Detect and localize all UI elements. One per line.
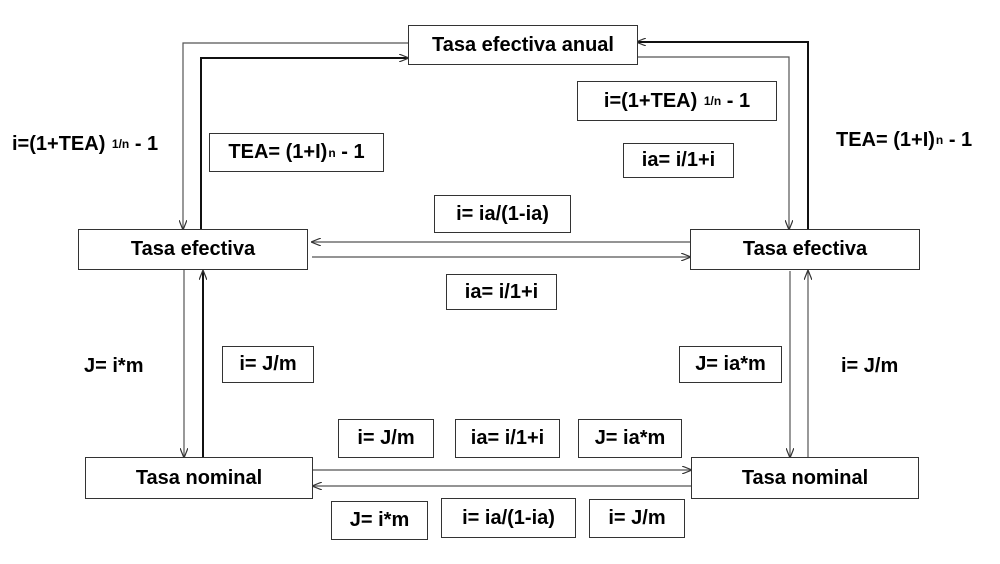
arrow-eff-right-to-tea-outer [637, 42, 809, 229]
node-tasa-efectiva-right: Tasa efectiva [690, 229, 920, 270]
formula-right-outer-exp: n [935, 133, 944, 147]
formula-left-outer-exp: 1/n [111, 137, 130, 151]
formula-right-outer-base: TEA= (1+I) [836, 128, 935, 151]
formula-left-vert-outer: J= i*m [84, 354, 144, 377]
formula-bottom-top-1: i= J/m [338, 419, 434, 458]
formula-right-vert-inner: J= ia*m [679, 346, 782, 383]
arrow-tea-to-eff-left-outer [183, 42, 408, 229]
formula-left-inner-tail: - 1 [335, 141, 365, 163]
formula-right-ia: ia= i/1+i [623, 143, 734, 178]
formula-bottom-low-2: i= ia/(1-ia) [441, 498, 576, 538]
arrow-eff-left-to-tea-inner [200, 58, 408, 229]
formula-mid-top: i= ia/(1-ia) [434, 195, 571, 233]
formula-left-outer-base: i=(1+TEA) [12, 132, 111, 155]
formula-bottom-low-3: i= J/m [589, 499, 685, 538]
formula-left-inner: TEA= (1+I)n - 1 [209, 133, 384, 172]
formula-left-inner-exp: n [328, 145, 336, 160]
node-tasa-nominal-right: Tasa nominal [691, 457, 919, 499]
formula-bottom-top-2: ia= i/1+i [455, 419, 560, 458]
formula-right-top-exp: 1/n [703, 94, 722, 108]
formula-bottom-low-1: J= i*m [331, 501, 428, 540]
formula-right-vert-outer: i= J/m [841, 354, 899, 377]
node-tasa-nominal-left: Tasa nominal [85, 457, 313, 499]
formula-right-top: i=(1+TEA) 1/n - 1 [577, 81, 777, 121]
formula-mid-bottom: ia= i/1+i [446, 274, 557, 310]
formula-right-top-tail: - 1 [721, 89, 751, 112]
formula-left-outer-tail: - 1 [129, 132, 159, 155]
formula-right-top-base: i=(1+TEA) [603, 89, 703, 112]
formula-left-vert-inner: i= J/m [222, 346, 314, 383]
arrow-tea-to-eff-right-inner [637, 56, 789, 229]
formula-right-outer: TEA= (1+I)n - 1 [836, 126, 972, 154]
node-tasa-efectiva-left: Tasa efectiva [78, 229, 308, 270]
formula-left-outer: i=(1+TEA) 1/n - 1 [12, 130, 158, 158]
formula-bottom-top-3: J= ia*m [578, 419, 682, 458]
formula-left-inner-base: TEA= (1+I) [228, 141, 328, 163]
formula-right-outer-tail: - 1 [943, 128, 973, 151]
node-tasa-efectiva-anual: Tasa efectiva anual [408, 25, 638, 65]
